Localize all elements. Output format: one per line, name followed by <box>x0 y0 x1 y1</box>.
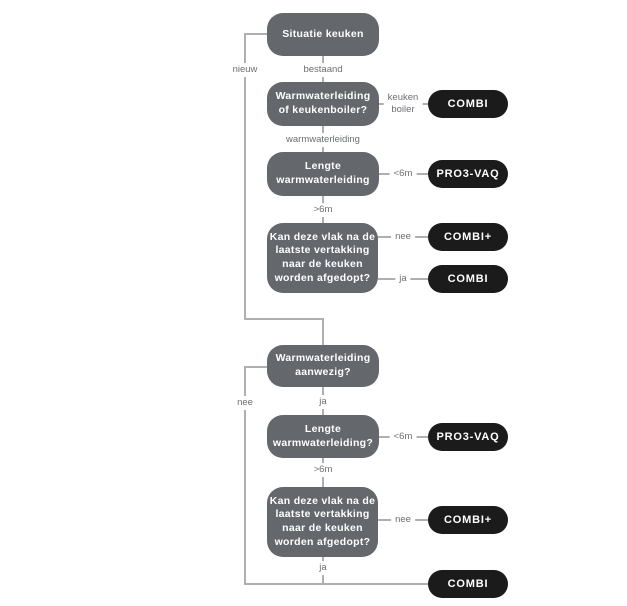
node-afdop-vraag-1: Kan deze vlak na de laatste vertakking n… <box>267 223 378 293</box>
edge-label-gt6m-2: >6m <box>309 463 337 477</box>
node-lengte-warmwaterleiding-1: Lengte warmwaterleiding <box>267 152 379 196</box>
node-warmwaterleiding-of-keukenboiler: Warmwaterleiding of keukenboiler? <box>267 82 379 126</box>
edge-label-bestaand: bestaand <box>299 63 347 77</box>
connector-line <box>322 318 324 345</box>
result-pill-combi-1: COMBI <box>428 90 508 118</box>
connector-line <box>245 366 267 368</box>
result-pill-pro3vaq-2: PRO3-VAQ <box>428 423 508 451</box>
result-pill-combiplus-1: COMBI+ <box>428 223 508 251</box>
connector-line <box>244 583 428 585</box>
edge-label-ja-2: ja <box>315 395 331 409</box>
connector-line <box>244 318 323 320</box>
result-pill-pro3vaq-1: PRO3-VAQ <box>428 160 508 188</box>
connector-line <box>244 366 246 584</box>
edge-label-lt6m-1: <6m <box>389 167 417 181</box>
edge-label-keuken-boiler: keuken boiler <box>383 91 423 117</box>
edge-label-nee-2: nee <box>233 396 257 410</box>
edge-label-nee-1: nee <box>391 230 415 244</box>
edge-label-nieuw: nieuw <box>228 63 262 77</box>
edge-label-gt6m-1: >6m <box>309 203 337 217</box>
edge-label-warmwaterleiding: warmwaterleiding <box>282 133 364 147</box>
connector-line <box>244 33 246 318</box>
node-afdop-vraag-2: Kan deze vlak na de laatste vertakking n… <box>267 487 378 557</box>
edge-label-lt6m-2: <6m <box>389 430 417 444</box>
result-pill-combiplus-2: COMBI+ <box>428 506 508 534</box>
node-lengte-warmwaterleiding-2: Lengte warmwaterleiding? <box>267 415 379 458</box>
result-pill-combi-2: COMBI <box>428 265 508 293</box>
edge-label-ja-3: ja <box>315 561 331 575</box>
result-pill-combi-3: COMBI <box>428 570 508 598</box>
edge-label-nee-3: nee <box>391 513 415 527</box>
node-situatie-keuken: Situatie keuken <box>267 13 379 56</box>
edge-label-ja-1: ja <box>395 272 411 286</box>
connector-line <box>245 33 267 35</box>
node-warmwaterleiding-aanwezig: Warmwaterleiding aanwezig? <box>267 345 379 387</box>
